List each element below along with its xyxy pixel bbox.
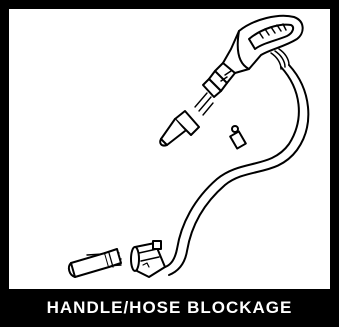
airflow-lines-icon: [86, 92, 214, 268]
hose-clip-icon: [229, 125, 247, 150]
blockage-illustration: [67, 14, 310, 278]
hose-end-connector-icon: [130, 240, 166, 278]
handle-icon: [202, 14, 304, 98]
caption-title: HANDLE/HOSE BLOCKAGE: [46, 298, 293, 317]
crevice-tool-bottom-icon: [67, 248, 122, 278]
crevice-tool-top-icon: [159, 110, 200, 147]
illustration-panel: [9, 9, 330, 289]
hose-icon: [164, 64, 310, 276]
